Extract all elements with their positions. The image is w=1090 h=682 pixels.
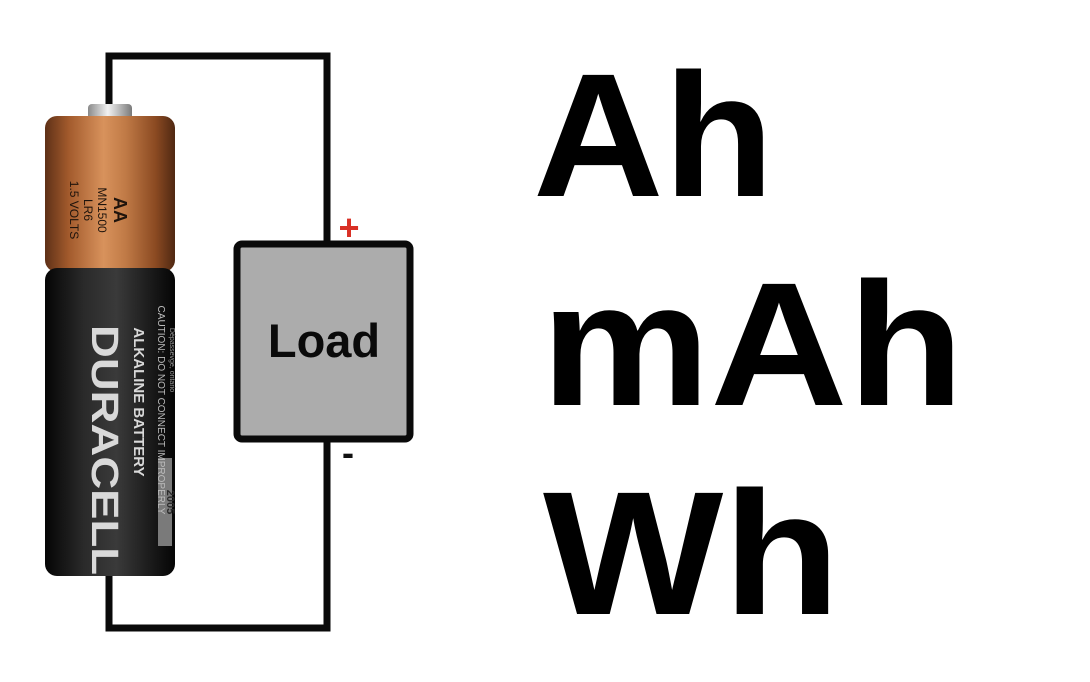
negative-terminal-sign: - bbox=[342, 432, 354, 473]
battery-chemistry: ALKALINE BATTERY bbox=[130, 327, 147, 476]
battery-label-text: AA MN1500 LR6 1.5 VOLTS DURACELL ALKALIN… bbox=[67, 181, 176, 575]
bottom-wire bbox=[105, 436, 331, 632]
top-wire bbox=[105, 52, 331, 248]
battery-black-body bbox=[45, 268, 175, 576]
aa-battery-image: AA MN1500 LR6 1.5 VOLTS DURACELL ALKALIN… bbox=[45, 104, 176, 576]
load-box bbox=[233, 240, 414, 443]
capacity-units: Ah mAh Wh bbox=[533, 38, 964, 652]
battery-copper-top bbox=[45, 116, 175, 272]
load-label: Load bbox=[268, 314, 380, 367]
load-component: Load bbox=[233, 240, 414, 443]
positive-terminal-sign: + bbox=[338, 207, 359, 248]
battery-warning: CAUTION: DO NOT CONNECT IMPROPERLY bbox=[155, 306, 166, 515]
unit-mah: mAh bbox=[541, 247, 964, 443]
unit-ah: Ah bbox=[533, 38, 774, 234]
battery-size: AA bbox=[110, 197, 130, 223]
circuit-wires bbox=[105, 52, 331, 632]
unit-wh: Wh bbox=[543, 456, 840, 652]
battery-voltage: 1.5 VOLTS bbox=[67, 181, 81, 239]
battery-date-code: 2005 bbox=[164, 490, 176, 514]
battery-model: MN1500 bbox=[95, 187, 109, 233]
battery-brand: DURACELL bbox=[83, 325, 125, 575]
battery-iec-code: LR6 bbox=[81, 199, 95, 221]
battery-date-stamp bbox=[158, 458, 172, 546]
battery-fine-print: Dépassevge, ontario bbox=[168, 328, 175, 392]
